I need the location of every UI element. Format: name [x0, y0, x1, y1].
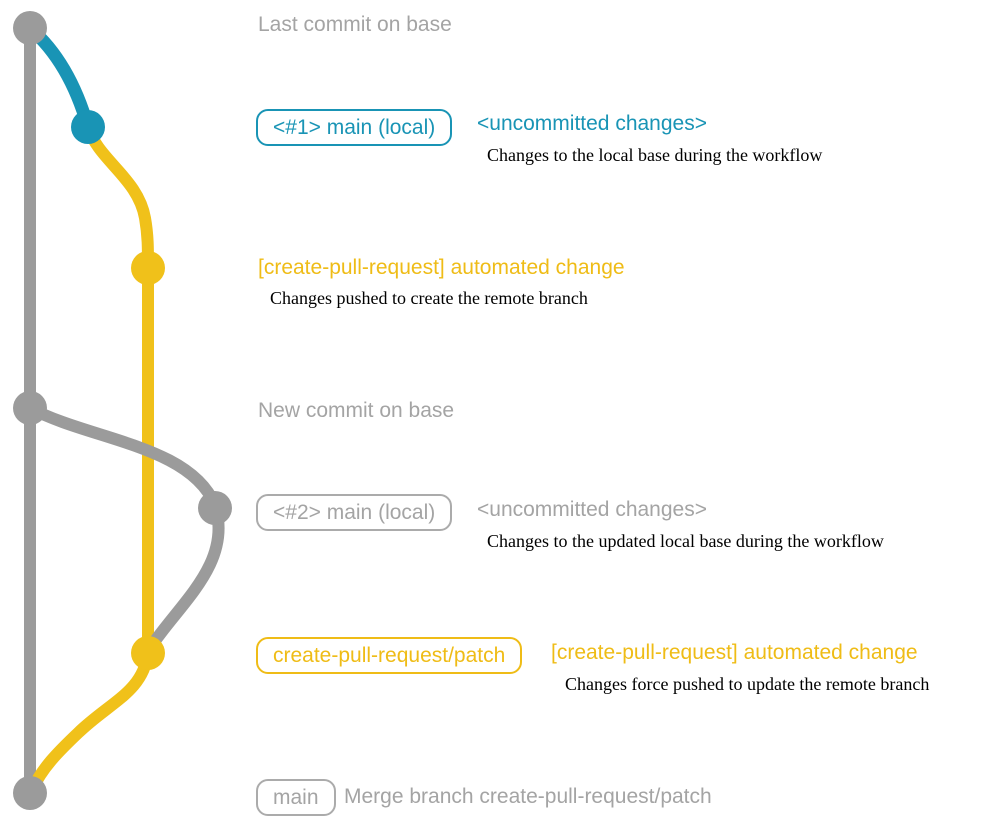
branch-badge-create-pull-request-patch: create-pull-request/patch [256, 637, 523, 674]
uncommitted-changes-description-1: Changes to the local base during the wor… [487, 145, 823, 165]
local-main-branch-line-1 [23, 21, 95, 134]
create-pull-request-branch-line-1 [82, 121, 154, 274]
git-graph [13, 11, 232, 810]
commit-node-local-main-1 [71, 110, 105, 144]
branch-badge-main-local-2: <#2> main (local) [256, 494, 453, 531]
create-pull-request-merge-line [26, 647, 154, 796]
commit-node-base-new [13, 391, 47, 425]
branch-badge-main: main [256, 779, 336, 816]
local-main-branch-line-2 [24, 402, 225, 654]
merge-commit-message: Merge branch create-pull-request/patch [344, 785, 712, 808]
commit-node-local-main-2 [198, 491, 232, 525]
commit-message-automated-change-2: [create-pull-request] automated change [551, 641, 918, 664]
new-commit-on-base-label: New commit on base [258, 399, 455, 422]
commit-message-automated-change-1: [create-pull-request] automated change [258, 256, 625, 279]
branch-badge-main-local-1: <#1> main (local) [256, 109, 453, 146]
commit-node-base-merge [13, 776, 47, 810]
commit-node-base-last [13, 11, 47, 45]
uncommitted-changes-description-2: Changes to the updated local base during… [487, 531, 884, 551]
last-commit-on-base-label: Last commit on base [258, 13, 452, 36]
commit-node-create-pull-request-1 [131, 251, 165, 285]
uncommitted-changes-label-2: <uncommitted changes> [477, 498, 707, 521]
commit-description-1: Changes pushed to create the remote bran… [270, 288, 588, 308]
commit-node-create-pull-request-2 [131, 636, 165, 670]
uncommitted-changes-label-1: <uncommitted changes> [477, 112, 707, 135]
commit-description-2: Changes force pushed to update the remot… [565, 674, 930, 694]
